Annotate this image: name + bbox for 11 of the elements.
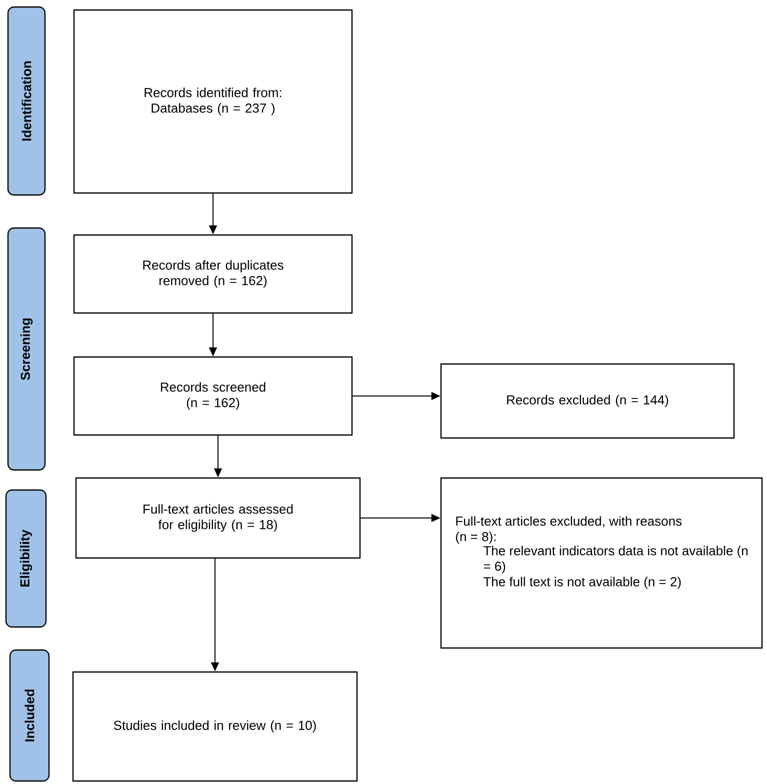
process-box: Records screened (n = 162) — [73, 356, 353, 436]
process-box: Full-text articles assessed for eligibility (n = 18) — [75, 477, 361, 559]
phase-band: Eligibility — [5, 489, 47, 628]
process-box: Studies included in review (n = 10) — [72, 671, 358, 782]
phase-band: Identification — [7, 6, 46, 196]
phase-band: Included — [9, 649, 50, 782]
process-box: Records after duplicates removed (n = 162) — [73, 234, 353, 314]
process-box: Records identified from: Databases (n = 237 ) — [73, 9, 353, 194]
process-box: Records excluded (n = 144) — [440, 363, 735, 439]
phase-band: Screening — [7, 227, 46, 471]
exclusion-box: Full-text articles excluded, with reasons (n = 8): The relevant indicators data is not available (n = 6) The full text is not available (n = 2) — [440, 477, 763, 649]
